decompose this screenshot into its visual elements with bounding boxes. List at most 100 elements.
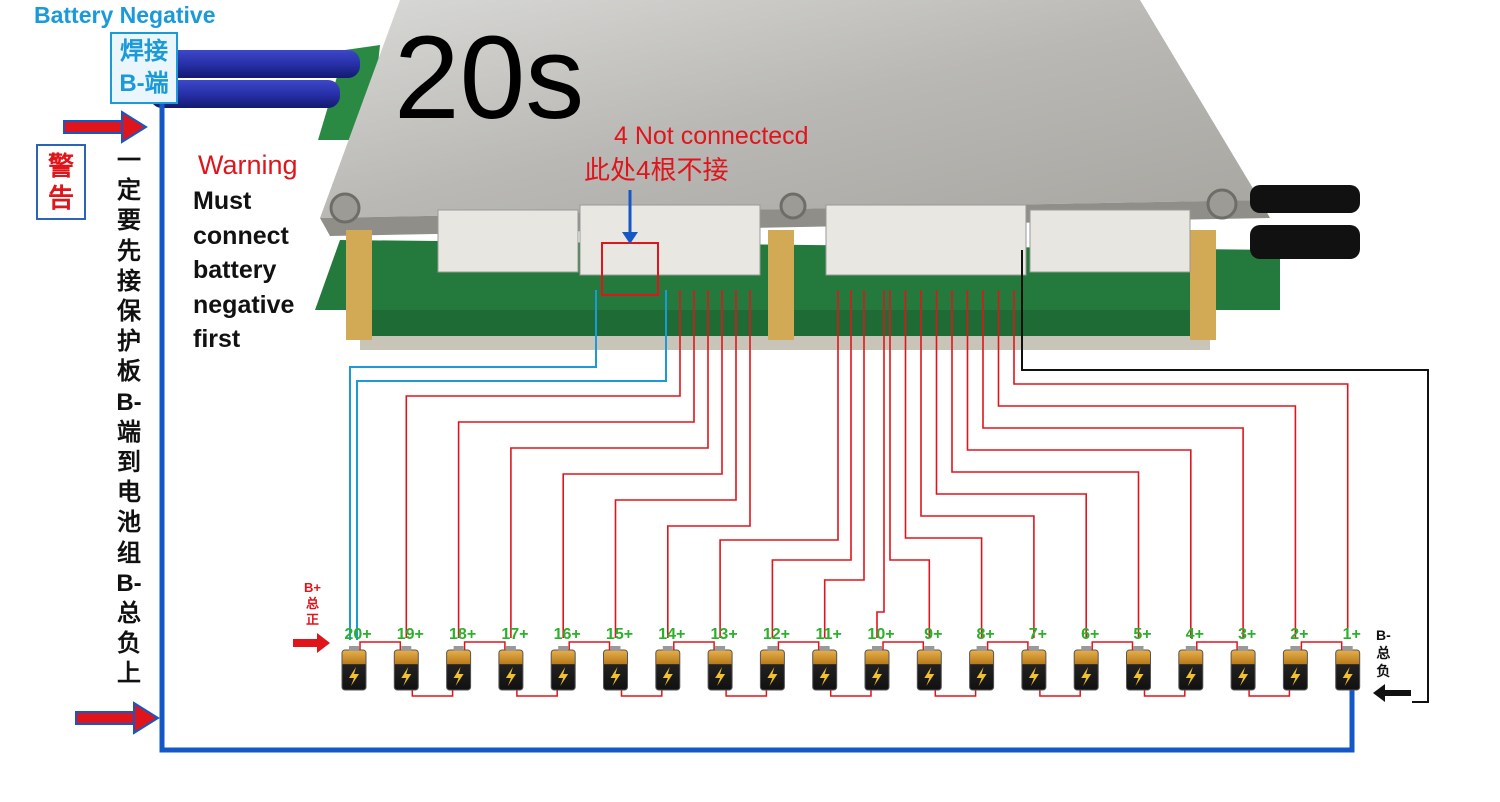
cell-label: 12+ [762,626,790,643]
battery-cell-terminal [819,646,830,651]
cell-label: 3+ [1237,626,1257,643]
weld-line: B-端 [119,70,169,97]
battery-bolt-icon [1290,667,1301,686]
battery-bolt-icon [453,667,464,686]
connector-b [825,204,1027,276]
left-arrows [63,110,1411,735]
battery-bolt-icon [610,667,621,686]
cell-link-wire [777,641,820,650]
battery-bolt-icon [1185,667,1196,686]
cell-label: 10+ [867,626,895,643]
cell-label: 1+ [1342,626,1361,643]
standoff [346,230,372,340]
vertical-instruction-char: B- [116,388,142,416]
cell-label: 16+ [553,626,581,643]
connector-right [1029,209,1191,273]
vertical-instruction-char: 到 [117,449,141,477]
vertical-instruction-char: 一 [117,147,141,174]
b-plus-line: 正 [305,612,319,627]
battery-bolt-icon [715,667,726,686]
battery-cell [812,649,838,691]
vertical-instruction-char: 端 [117,418,141,446]
bplus-arrow-head [317,633,330,653]
cell-links [359,641,1343,697]
weld-line: 焊接 [120,38,168,65]
must-connect-text: Must connect battery negative first [193,187,295,353]
sense-wire [997,290,1297,638]
b-plus-line: 总 [305,596,319,611]
battery-bolt-icon [1238,667,1249,686]
cell-link-wire [1091,641,1134,650]
battery-cell [446,649,472,691]
screw [1206,188,1238,220]
sense-wire [666,290,751,638]
battery-cell [1126,649,1151,691]
b-plus-line: B+ [304,580,321,595]
sense-wires [405,290,1349,638]
vertical-instruction-char: 接 [117,267,141,295]
cell-link-wire [620,690,663,697]
cell-label: 13+ [710,626,738,643]
cable-blue [150,80,340,108]
battery-bolt-icon [767,667,778,686]
weld-b-terminal-box: 焊接 B-端 [110,32,178,104]
sense-wire [1013,290,1349,638]
sense-wire [771,290,852,638]
sense-wire [405,290,681,638]
cell-link-wire [934,690,977,697]
sense-wire [614,290,737,638]
battery-bolt-icon [1342,667,1353,686]
battery-cell [1282,649,1308,691]
battery-cell-terminal [976,646,987,651]
battery-bolt-icon [924,667,935,686]
battery-cell [759,649,785,691]
battery-cell-terminal [1342,646,1353,651]
warning-char: 告 [47,183,74,213]
battery-bolt-icon [558,667,569,686]
battery-cell [969,649,995,691]
cell-label: 19+ [396,626,424,643]
unused-wire [349,290,597,640]
battery-cell-terminal [662,646,673,651]
ground-wire [1021,250,1429,703]
arrow-shaft [63,120,125,134]
cell-label: 2+ [1290,626,1309,643]
cell-label: 7+ [1028,626,1048,643]
battery-cell [1073,649,1099,691]
battery-cell-terminal [872,646,882,651]
battery-cell [1335,649,1361,691]
sense-wire [823,290,865,638]
bplus-arrow-shaft [293,639,319,647]
cable-blue [150,50,360,78]
cell-label: 6+ [1081,626,1100,643]
bms-board [150,0,1360,350]
battery-cell [498,649,524,691]
battery-cell-terminal [1290,646,1301,651]
not-connected-label: 4 Not connectecd [614,122,809,150]
battery-cell-terminal [401,646,412,651]
cell-link-wire [568,641,611,650]
cell-link-wire [1039,690,1081,697]
vertical-instruction-char: 先 [117,237,141,265]
vertical-instruction-char: 护 [117,328,141,356]
bminus-arrow-head [1373,684,1385,702]
vertical-instruction-char: 定 [117,177,141,205]
b-minus-label: B- 总 负 [1376,626,1391,680]
vertical-instruction-char: 上 [117,660,141,688]
cell-link-wire [986,641,1029,650]
cell-link-wire [1300,641,1343,650]
b-minus-line: B- [1376,627,1391,643]
battery-cell [1230,649,1256,691]
cell-link-wire [1248,690,1291,697]
connector-a [579,204,761,276]
battery-bolt-icon [1081,667,1092,686]
battery-bolt-icon [349,667,359,686]
warning-char: 警 [47,151,74,181]
battery-cell-terminal [1238,646,1249,651]
battery-cell [550,649,576,691]
cell-label: 15+ [605,626,634,643]
battery-bolt-icon [819,667,830,686]
standoff [1190,230,1216,340]
sense-wire [966,290,1192,638]
